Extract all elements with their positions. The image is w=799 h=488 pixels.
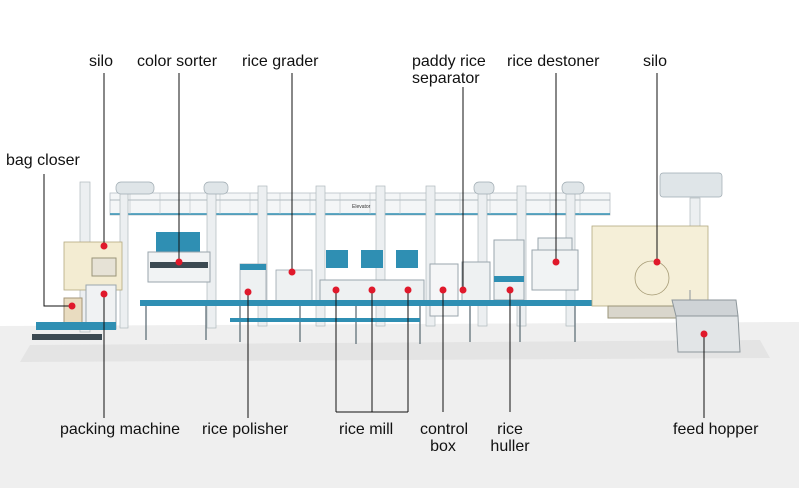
marker-silo-left bbox=[100, 242, 108, 250]
marker-control-box bbox=[439, 286, 447, 294]
marker-feed-hopper bbox=[700, 330, 708, 338]
label-color-sorter: color sorter bbox=[137, 53, 218, 70]
marker-dots bbox=[68, 242, 708, 338]
upper-platform: Elevator bbox=[109, 192, 611, 216]
leader-lines bbox=[43, 73, 705, 418]
lower-frame bbox=[140, 300, 600, 344]
destoner-unit bbox=[531, 237, 579, 291]
label-rice-destoner: rice destoner bbox=[507, 53, 600, 70]
marker-paddy-separator bbox=[459, 286, 467, 294]
label-paddy-line-2: separator bbox=[412, 70, 480, 87]
marker-destoner bbox=[552, 258, 560, 266]
label-paddy-line-1: paddy rice bbox=[412, 53, 486, 70]
marker-rice-huller bbox=[506, 286, 514, 294]
label-paddy-rice-separator: paddy rice separator bbox=[412, 53, 486, 87]
marker-rice-polisher bbox=[244, 288, 252, 296]
marker-rice-grader bbox=[288, 268, 296, 276]
marker-silo-right bbox=[653, 258, 661, 266]
label-feed-hopper: feed hopper bbox=[673, 421, 759, 438]
elevator-heads bbox=[115, 172, 723, 198]
label-control-line-2: box bbox=[430, 438, 456, 455]
polisher-grader-units bbox=[239, 263, 313, 305]
label-control-line-1: control bbox=[420, 421, 469, 438]
marker-rice-mill-2 bbox=[368, 286, 376, 294]
label-rice-polisher: rice polisher bbox=[202, 421, 289, 438]
floor bbox=[0, 322, 799, 488]
left-silo bbox=[63, 241, 123, 291]
label-bag-closer: bag closer bbox=[6, 152, 80, 169]
marker-rice-mill-1 bbox=[332, 286, 340, 294]
brand-plate: Elevator bbox=[352, 204, 371, 210]
right-silo bbox=[591, 225, 709, 319]
label-rice-mill: rice mill bbox=[339, 421, 394, 438]
label-packing-machine: packing machine bbox=[60, 421, 181, 438]
huller-separator-units bbox=[461, 239, 525, 303]
feed-hopper-unit bbox=[671, 290, 741, 353]
label-rice-grader: rice grader bbox=[242, 53, 319, 70]
marker-packing-machine bbox=[100, 290, 108, 298]
label-control-box: control box bbox=[420, 421, 469, 455]
label-huller-line-2: huller bbox=[490, 438, 530, 455]
marker-rice-mill-3 bbox=[404, 286, 412, 294]
label-silo-left: silo bbox=[89, 53, 114, 70]
floor-shadow bbox=[20, 340, 770, 362]
marker-bag-closer bbox=[68, 302, 76, 310]
label-silo-right: silo bbox=[643, 53, 668, 70]
label-huller-line-1: rice bbox=[497, 421, 523, 438]
label-rice-huller: rice huller bbox=[486, 421, 534, 455]
marker-color-sorter bbox=[175, 258, 183, 266]
